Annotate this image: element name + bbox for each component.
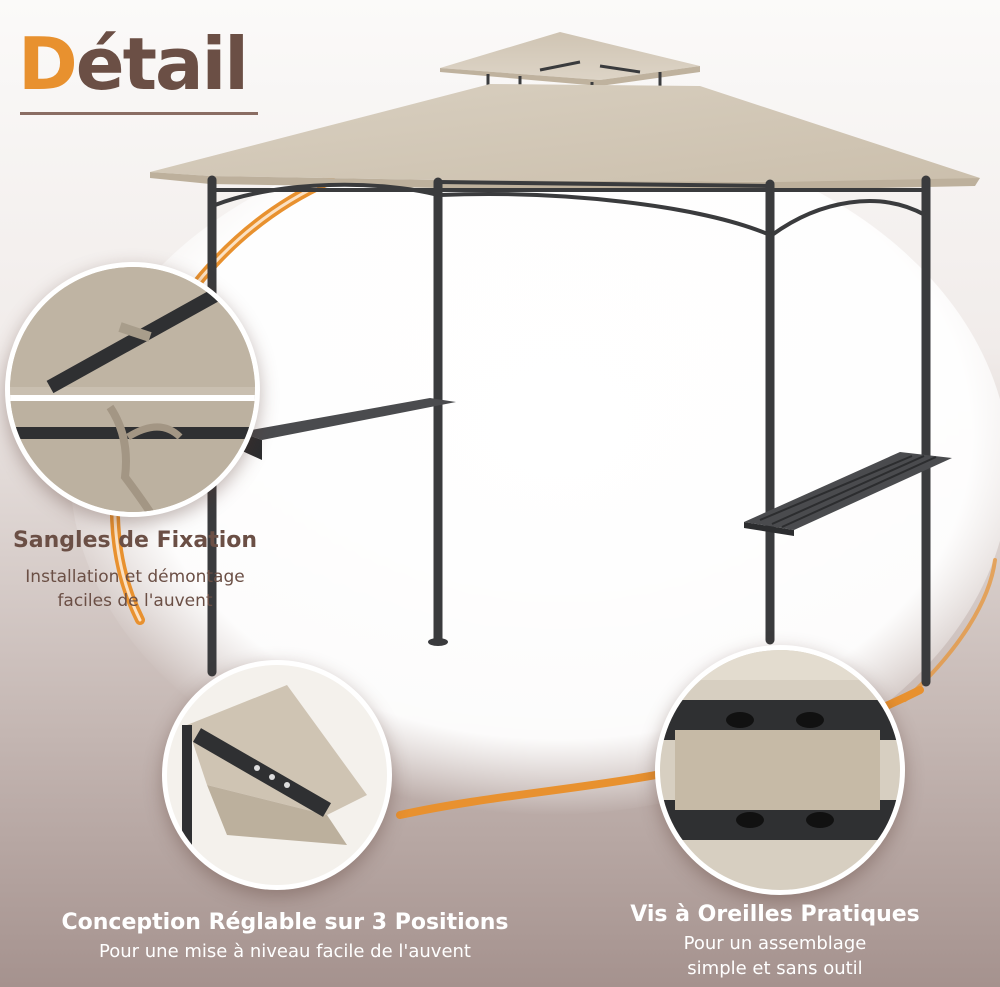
feature-wing-screws-sub1: Pour un assemblage [683,933,867,954]
detail-circle-straps [5,262,260,517]
feature-adjustable-sub1: Pour une mise à niveau facile de l'auven… [99,941,471,962]
feature-wing-screws-label: Vis à Oreilles Pratiques Pour un assembl… [605,902,945,981]
feature-wing-screws-heading: Vis à Oreilles Pratiques [630,902,920,927]
title-first-letter: D [18,22,78,106]
detail-circle-wing-screws [655,645,905,895]
feature-adjustable-label: Conception Réglable sur 3 Positions Pour… [30,910,540,962]
feature-straps-sub2: faciles de l'auvent [57,591,213,611]
title-rest: étail [75,22,249,106]
detail-circle-adjustable [162,660,392,890]
title-underline [20,112,258,115]
feature-straps-heading: Sangles de Fixation [12,528,258,553]
feature-straps-sub1: Installation et démontage [25,567,245,587]
feature-straps-label: Sangles de Fixation Installation et démo… [5,528,265,613]
feature-adjustable-heading: Conception Réglable sur 3 Positions [61,910,509,935]
page-title: Détail [18,28,249,100]
feature-wing-screws-sub2: simple et sans outil [687,958,863,979]
